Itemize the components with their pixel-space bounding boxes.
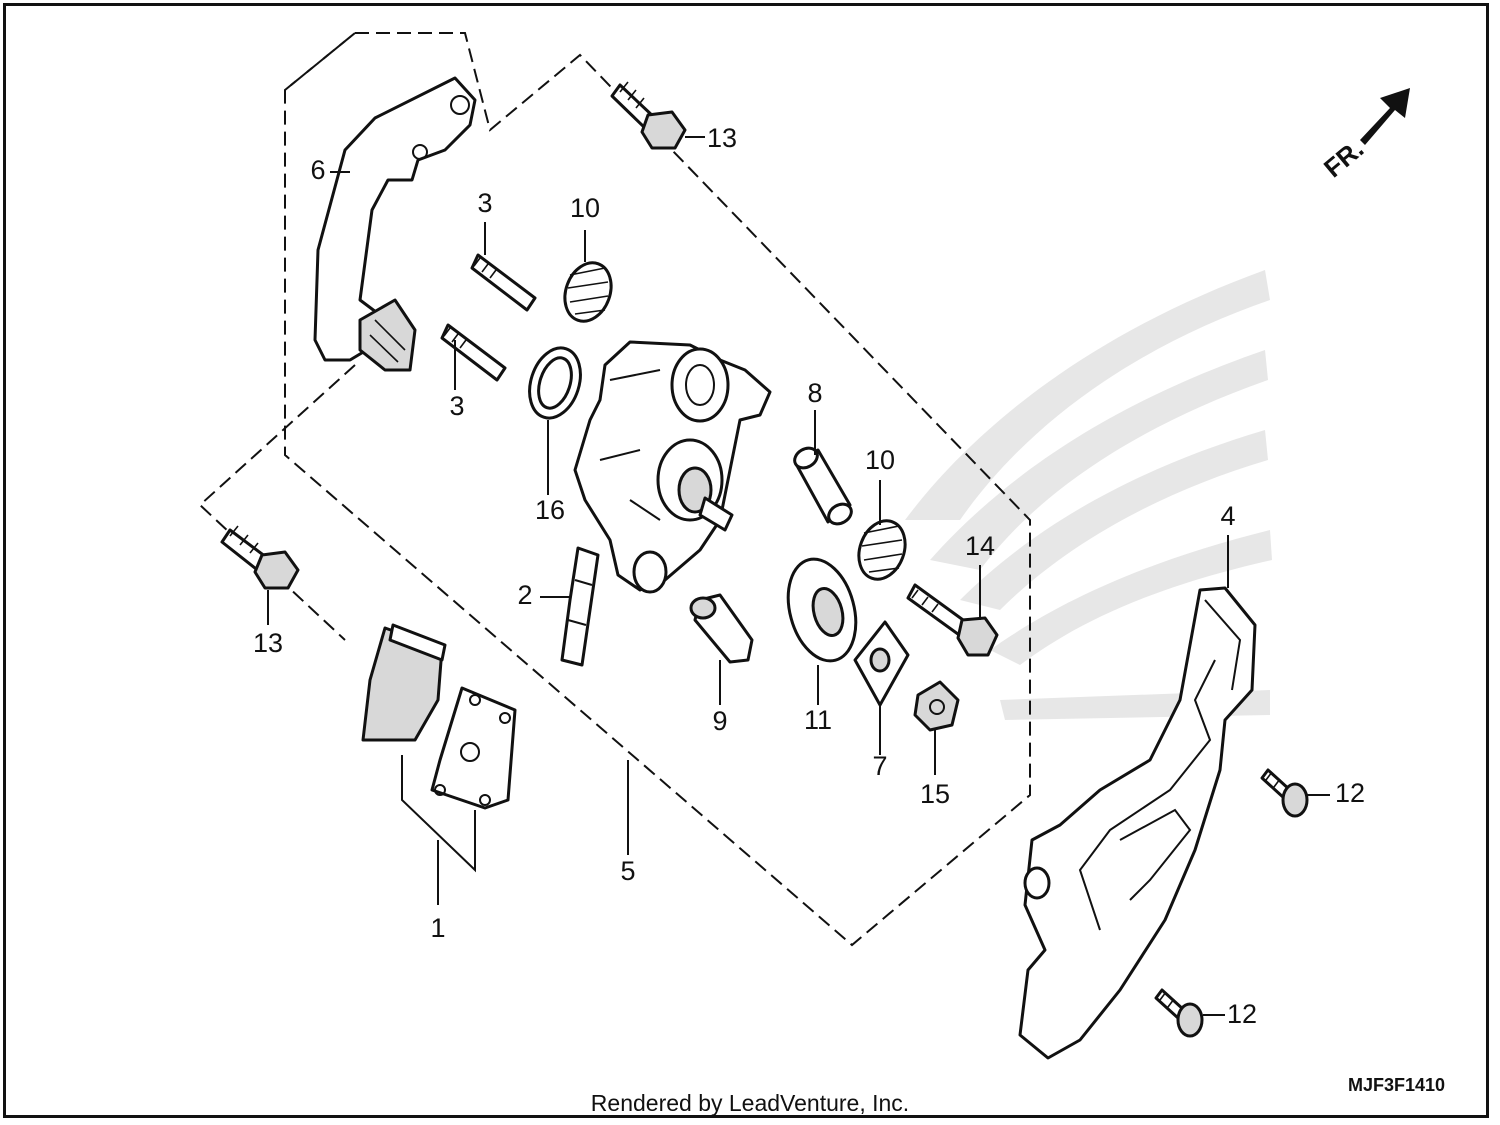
caliper-guard-4 xyxy=(1018,586,1257,1060)
caliper-bracket xyxy=(313,76,477,372)
front-direction-arrow-icon: FR. xyxy=(1318,88,1410,183)
callout-13-top: 13 xyxy=(707,123,737,153)
callout-9: 9 xyxy=(712,706,727,736)
callout-labels: 13 6 3 10 3 8 10 16 14 4 2 13 9 11 7 15 … xyxy=(253,123,1365,1029)
pin-boot-10-lower xyxy=(857,519,907,581)
callout-4: 4 xyxy=(1220,501,1235,531)
brake-pad-1-front xyxy=(361,623,447,742)
bolt-14 xyxy=(906,583,999,657)
bracket-bolt-guide-dashed xyxy=(198,32,356,641)
callout-10-lower: 10 xyxy=(865,445,895,475)
watermark-wing-logo xyxy=(905,270,1272,720)
callout-3-upper: 3 xyxy=(477,188,492,218)
footer-credit: Rendered by LeadVenture, Inc. xyxy=(590,1090,910,1116)
bolt-13-left xyxy=(220,525,300,590)
piston-seal-16 xyxy=(528,346,582,420)
callout-7: 7 xyxy=(872,751,887,781)
callout-11: 11 xyxy=(804,705,832,735)
callout-16: 16 xyxy=(535,495,565,525)
brake-pad-1-rear xyxy=(430,686,517,810)
callout-6: 6 xyxy=(310,155,325,185)
callout-10-upper: 10 xyxy=(570,193,600,223)
callout-13-left: 13 xyxy=(253,628,283,658)
callout-2: 2 xyxy=(517,580,532,610)
callout-1: 1 xyxy=(430,913,445,943)
callout-3-lower: 3 xyxy=(449,391,464,421)
pin-boot-10-upper xyxy=(563,261,613,323)
callout-15: 15 xyxy=(920,779,950,809)
callout-14: 14 xyxy=(965,531,995,561)
callout-5: 5 xyxy=(620,856,635,886)
callout-12-lower: 12 xyxy=(1227,999,1257,1029)
bleed-valve-9 xyxy=(689,593,754,664)
screw-12-upper xyxy=(1260,768,1309,818)
roller-11 xyxy=(786,557,858,663)
slide-pin-3-upper xyxy=(470,253,537,312)
plate-7 xyxy=(853,620,910,707)
slide-pin-3-lower xyxy=(440,323,507,382)
pad-spring-2 xyxy=(560,546,600,667)
nut-15 xyxy=(913,680,960,732)
callout-12-upper: 12 xyxy=(1335,778,1365,808)
diagram-code: MJF3F1410 xyxy=(1348,1075,1446,1095)
bolt-13-top xyxy=(610,81,687,150)
callout-8: 8 xyxy=(807,378,822,408)
leader-lines xyxy=(267,136,1330,1016)
screw-12-lower xyxy=(1154,988,1204,1038)
sleeve-8 xyxy=(793,446,853,526)
assembly-outline-dashed xyxy=(284,32,1031,947)
caliper-body xyxy=(573,340,772,594)
